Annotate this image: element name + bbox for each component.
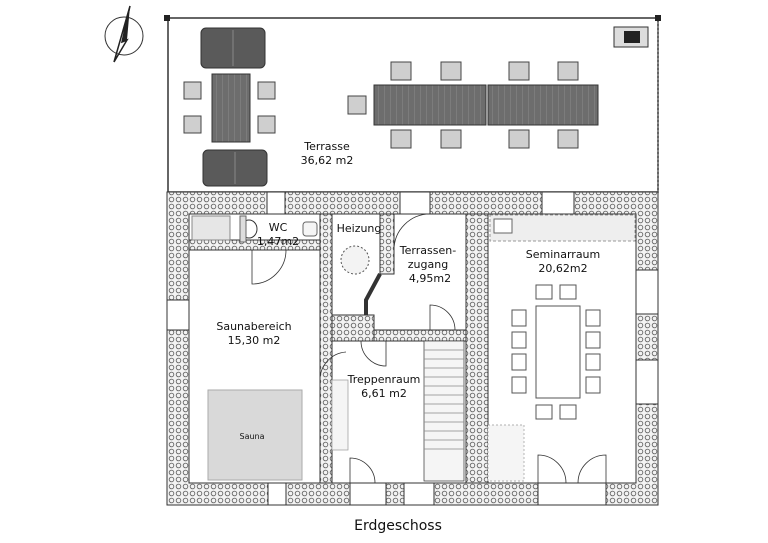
saunabereich-area: 15,30 m2 xyxy=(228,334,281,347)
terrasse-area: 36,62 m2 xyxy=(301,154,354,167)
door-swings xyxy=(251,213,607,484)
north-arrow-icon xyxy=(104,5,144,63)
heizung-partition xyxy=(364,273,382,315)
terrassenzugang-area: 4,95m2 xyxy=(409,272,451,285)
saunabereich-name: Saunabereich xyxy=(216,320,291,333)
grill-icon xyxy=(613,26,649,48)
heizung-name: Heizung xyxy=(337,222,382,235)
sink-icon xyxy=(302,221,318,237)
shower-icon xyxy=(191,215,231,241)
lounge-table xyxy=(183,73,276,143)
terrassenzugang-name-1: Terrassen- xyxy=(399,244,456,257)
dining-tables xyxy=(347,61,599,149)
treppenraum-area: 6,61 m2 xyxy=(361,387,407,400)
sauna-cabin xyxy=(207,389,303,481)
seminarraum-name: Seminarraum xyxy=(526,248,601,261)
floor-caption: Erdgeschoss xyxy=(354,518,442,534)
staircase xyxy=(331,340,525,482)
wc-area: 1,47m2 xyxy=(257,235,299,248)
terrassenzugang-name-2: zugang xyxy=(408,258,448,271)
toilet-icon xyxy=(239,215,258,243)
building-walls xyxy=(166,191,659,506)
treppenraum-name: Treppenraum xyxy=(347,373,421,386)
seminar-table xyxy=(511,284,601,420)
seminarraum-area: 20,62m2 xyxy=(538,262,587,275)
terrasse-name: Terrasse xyxy=(303,140,350,153)
counter-seminar xyxy=(489,214,636,242)
wc-name: WC xyxy=(269,221,288,234)
sofa-bottom xyxy=(202,149,268,187)
sofa-top xyxy=(200,27,266,69)
boiler-icon xyxy=(340,245,370,275)
sauna-label: Sauna xyxy=(239,432,264,441)
